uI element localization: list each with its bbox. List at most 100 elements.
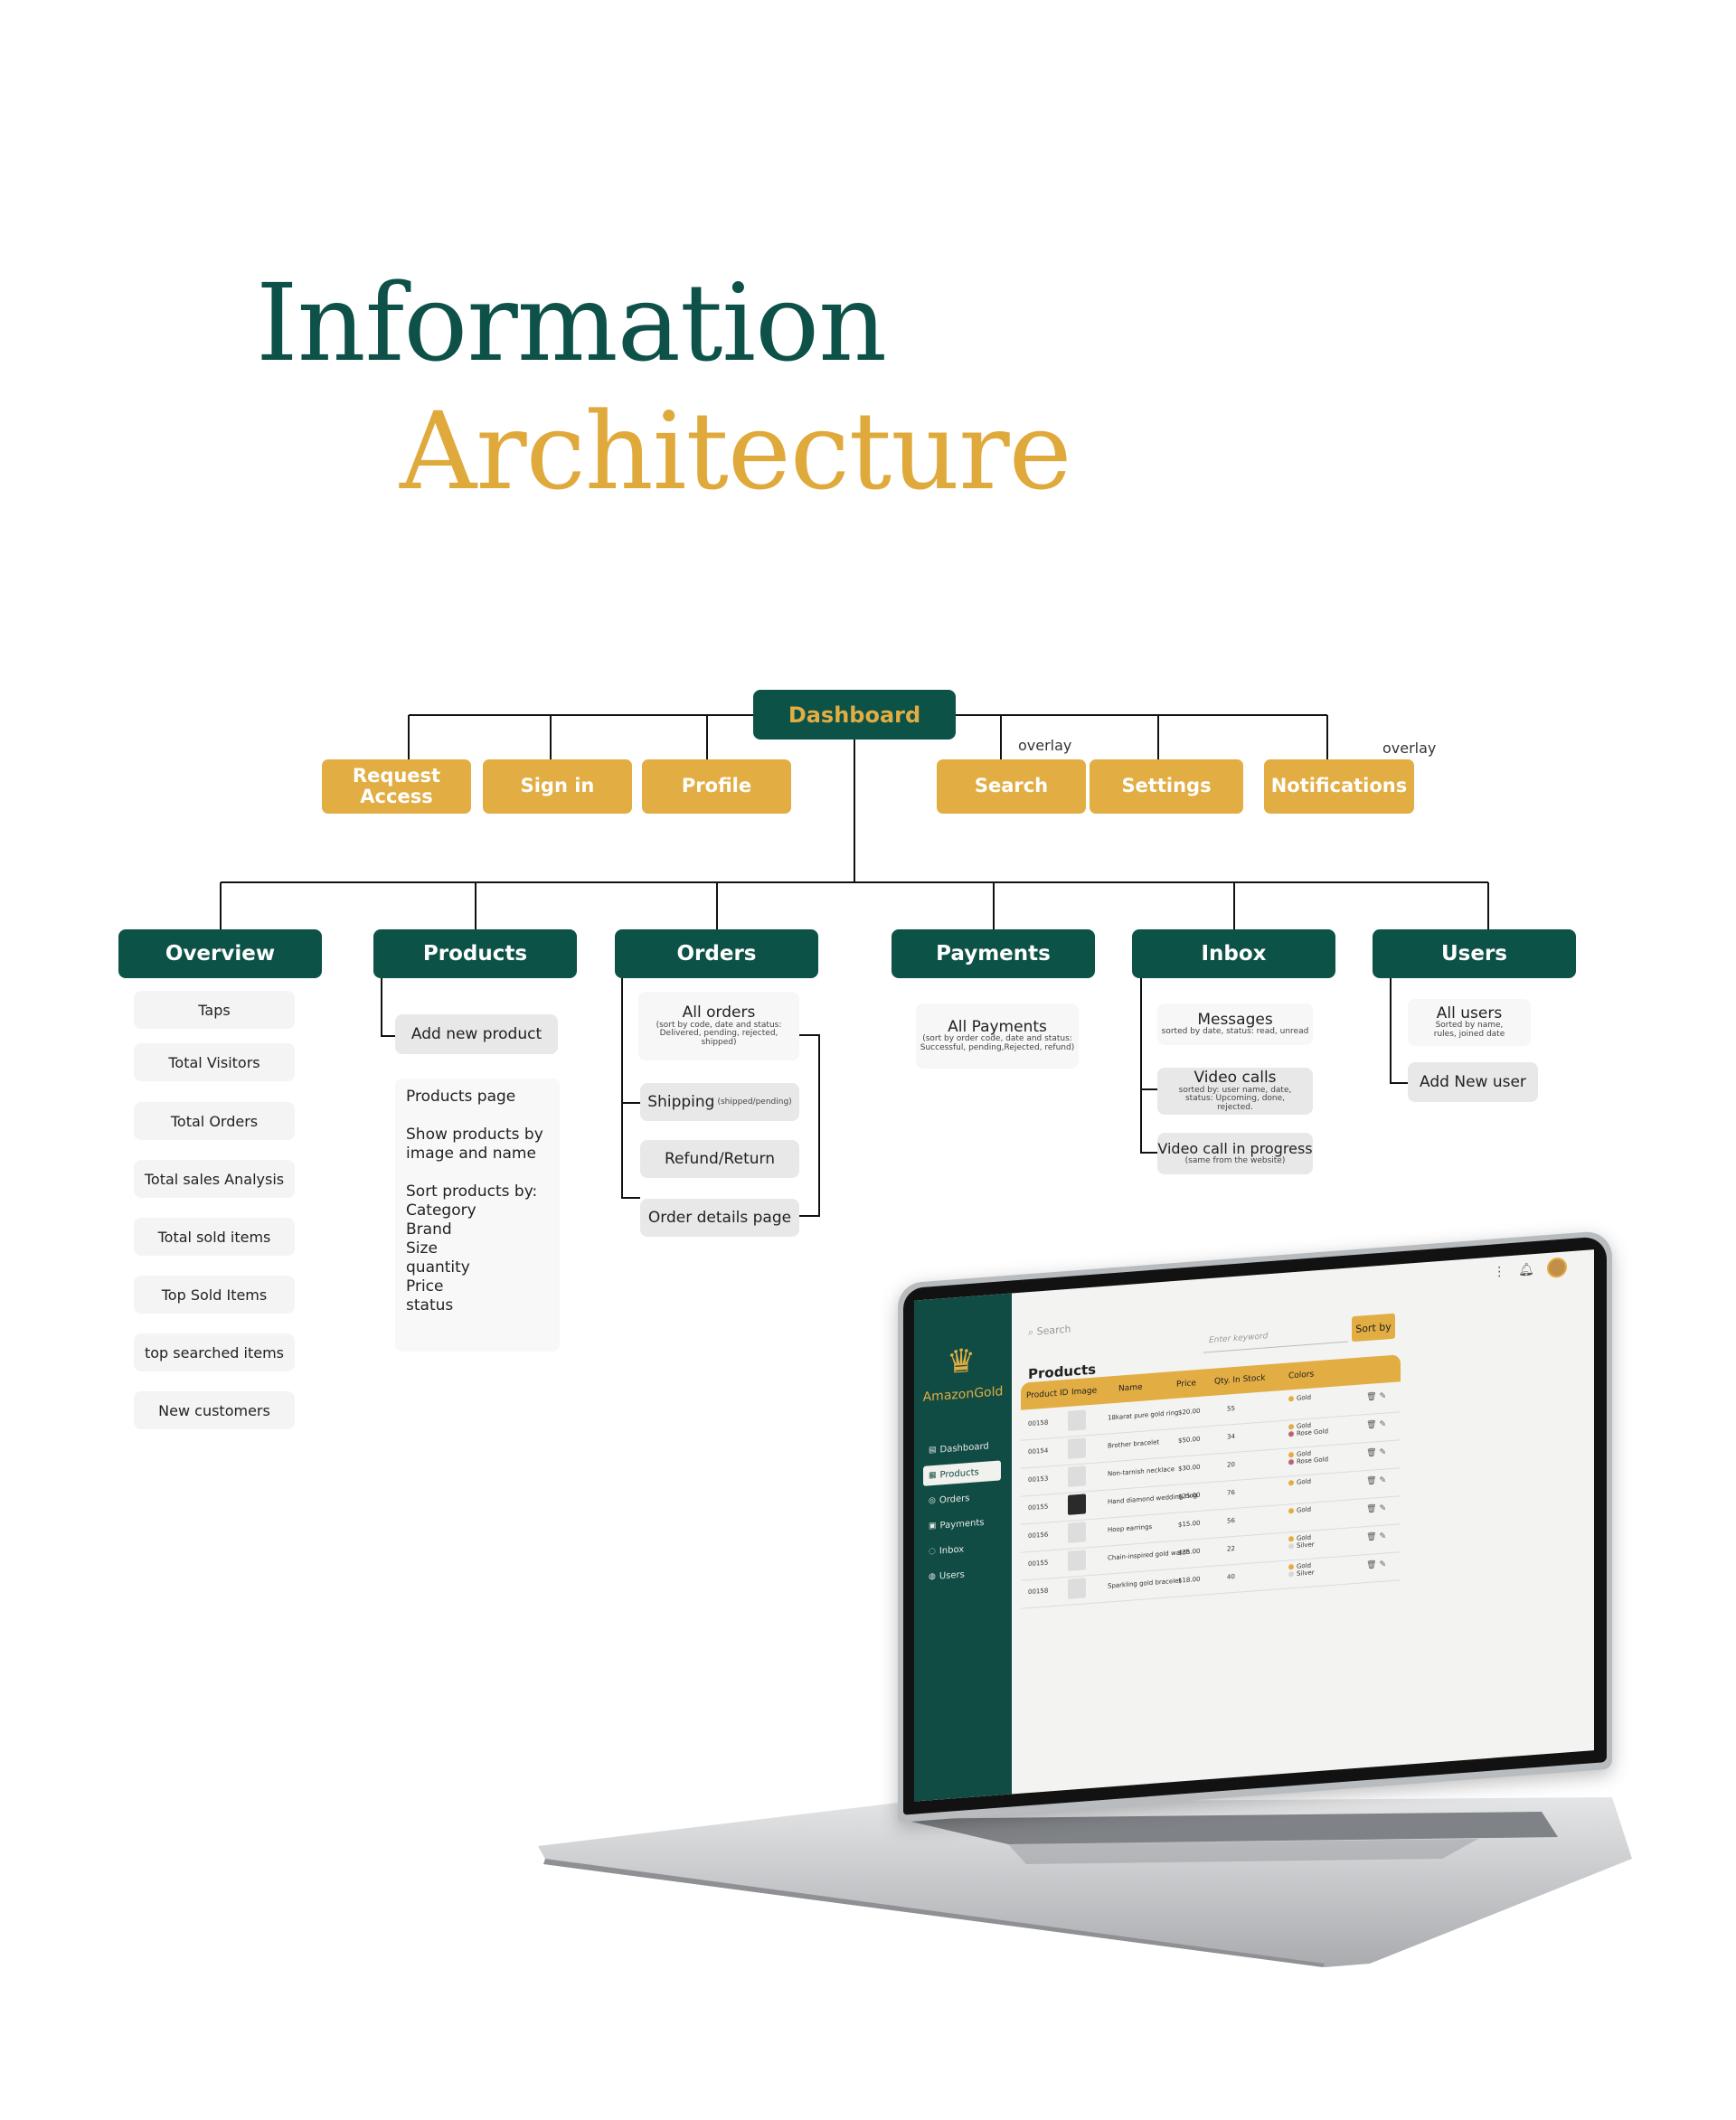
products-node: Products <box>373 929 577 978</box>
screen-nav-users[interactable]: ◍Users <box>923 1561 1001 1587</box>
color-swatch <box>1288 1543 1294 1550</box>
video-call-in-progress-note: (same from the website) <box>1184 1155 1286 1165</box>
edit-icon[interactable]: ✎ <box>1379 1391 1386 1401</box>
all-users-label: All users <box>1436 1003 1503 1022</box>
color-swatch <box>1288 1536 1294 1542</box>
cell-qty: 34 <box>1227 1432 1235 1441</box>
edit-icon[interactable]: ✎ <box>1379 1503 1386 1513</box>
row-actions: 🗑︎ ✎ <box>1366 1447 1386 1458</box>
trash-icon[interactable]: 🗑︎ <box>1366 1447 1380 1459</box>
all-orders-label: All orders <box>682 1003 756 1022</box>
trash-icon[interactable]: 🗑︎ <box>1366 1391 1380 1403</box>
inbox-icon: ◌ <box>929 1546 936 1557</box>
notifications-node: Notifications <box>1264 759 1414 814</box>
screen-nav-label: Orders <box>939 1493 970 1506</box>
cell-colors: Gold <box>1288 1478 1311 1487</box>
trash-icon[interactable]: 🗑︎ <box>1366 1503 1380 1515</box>
edit-icon[interactable]: ✎ <box>1379 1531 1386 1541</box>
products-page-line: quantity <box>406 1258 470 1277</box>
row-actions: 🗑︎ ✎ <box>1366 1531 1386 1542</box>
trash-icon[interactable]: 🗑︎ <box>1366 1559 1380 1571</box>
refund-return-label: Refund/Return <box>665 1149 775 1168</box>
color-swatch <box>1288 1480 1294 1486</box>
laptop-base <box>538 1797 1632 1967</box>
gem-logo-icon: ♛ <box>946 1342 976 1381</box>
notifications-overlay-note: overlay <box>1382 740 1437 757</box>
column-header: Product ID <box>1026 1388 1069 1401</box>
products-page-line: Sort products by: <box>406 1182 538 1201</box>
screen-nav-inbox[interactable]: ◌Inbox <box>923 1536 1001 1561</box>
screen-sort-by-button[interactable]: Sort by <box>1352 1313 1395 1343</box>
cell-price: $20.00 <box>1178 1407 1201 1417</box>
trash-icon[interactable]: 🗑︎ <box>1366 1531 1380 1543</box>
request-access-node: Request Access <box>322 759 471 814</box>
screen-nav-label: Inbox <box>939 1543 965 1557</box>
edit-icon[interactable]: ✎ <box>1379 1559 1386 1569</box>
overview-node: Overview <box>118 929 322 978</box>
overview-item-taps: Taps <box>134 991 295 1029</box>
color-swatch <box>1288 1571 1294 1578</box>
cell-name: Non-tarnish necklace <box>1108 1465 1175 1478</box>
color-label: Silver <box>1297 1541 1315 1550</box>
video-call-in-progress-label: Video call in progress <box>1157 1140 1313 1158</box>
cell-name: Brother bracelet <box>1108 1438 1160 1450</box>
color-label: Silver <box>1297 1569 1315 1578</box>
avatar[interactable] <box>1547 1257 1567 1279</box>
more-icon[interactable]: ⋮ <box>1493 1264 1506 1280</box>
settings-node: Settings <box>1090 759 1243 814</box>
edit-icon[interactable]: ✎ <box>1379 1475 1386 1485</box>
orders-icon: ◎ <box>929 1495 936 1506</box>
screen-nav-label: Dashboard <box>939 1440 989 1456</box>
trash-icon[interactable]: 🗑︎ <box>1366 1475 1380 1487</box>
payments-node: Payments <box>892 929 1095 978</box>
cell-qty: 56 <box>1227 1516 1235 1525</box>
products-page-line: Category <box>406 1201 476 1220</box>
products-page-line: image and name <box>406 1145 536 1163</box>
bell-icon[interactable]: 🔔︎ <box>1518 1262 1534 1278</box>
cell-product-id: 00156 <box>1028 1531 1049 1541</box>
products-page-line: Price <box>406 1277 444 1296</box>
search-node: Search <box>937 759 1086 814</box>
products-page-details: Products page Show products by image and… <box>395 1079 560 1352</box>
color-swatch <box>1288 1431 1294 1437</box>
orders-shipping: Shipping (shipped/pending) <box>640 1083 799 1121</box>
title-line-1: Information <box>256 260 887 385</box>
all-payments-label: All Payments <box>948 1017 1047 1036</box>
column-header: Image <box>1071 1386 1098 1398</box>
color-label: Gold <box>1297 1505 1312 1514</box>
screen-search-placeholder: Search <box>1036 1323 1071 1338</box>
users-node: Users <box>1373 929 1576 978</box>
inbox-node: Inbox <box>1132 929 1335 978</box>
product-thumbnail <box>1068 1465 1086 1487</box>
search-icon: ⌕ <box>1028 1325 1037 1339</box>
screen-nav-label: Users <box>939 1569 965 1582</box>
edit-icon[interactable]: ✎ <box>1379 1447 1386 1457</box>
sign-in-node: Sign in <box>483 759 632 814</box>
overview-item-total-sales-analysis: Total sales Analysis <box>134 1160 295 1198</box>
color-label: Gold <box>1297 1393 1312 1402</box>
edit-icon[interactable]: ✎ <box>1379 1419 1386 1429</box>
color-swatch <box>1288 1459 1294 1465</box>
product-thumbnail <box>1068 1409 1086 1431</box>
screen-nav-products[interactable]: ▦Products <box>923 1460 1001 1486</box>
video-calls-label: Video calls <box>1194 1068 1277 1087</box>
trash-icon[interactable]: 🗑︎ <box>1366 1419 1380 1431</box>
laptop-bezel: ♛ AmazonGold ▤Dashboard ▦Products ◎Order… <box>903 1236 1607 1815</box>
all-users-sort-note: Sorted by name, rules, joined date <box>1433 1021 1505 1040</box>
screen-nav-orders[interactable]: ◎Orders <box>923 1485 1001 1511</box>
cell-price: $50.00 <box>1178 1435 1201 1445</box>
screen-top-icons: ⋮ 🔔︎ <box>1493 1257 1567 1282</box>
screen-sidebar: ♛ AmazonGold ▤Dashboard ▦Products ◎Order… <box>914 1293 1012 1802</box>
screen-keyword-input[interactable]: Enter keyword <box>1203 1325 1348 1353</box>
screen-nav-dashboard[interactable]: ▤Dashboard <box>923 1435 1001 1460</box>
orders-all-orders: All orders (sort by code, date and statu… <box>638 992 799 1060</box>
color-label: Rose Gold <box>1297 1456 1329 1465</box>
messages-sort-note: sorted by date, status: read, unread <box>1161 1027 1309 1037</box>
cell-price: $15.00 <box>1178 1519 1201 1529</box>
screen-search-input[interactable]: ⌕ Search <box>1028 1324 1071 1340</box>
profile-node: Profile <box>642 759 791 814</box>
screen-nav-payments[interactable]: ▣Payments <box>923 1511 1001 1536</box>
screen-nav-label: Products <box>939 1466 979 1481</box>
cell-price: $35.00 <box>1178 1547 1201 1557</box>
